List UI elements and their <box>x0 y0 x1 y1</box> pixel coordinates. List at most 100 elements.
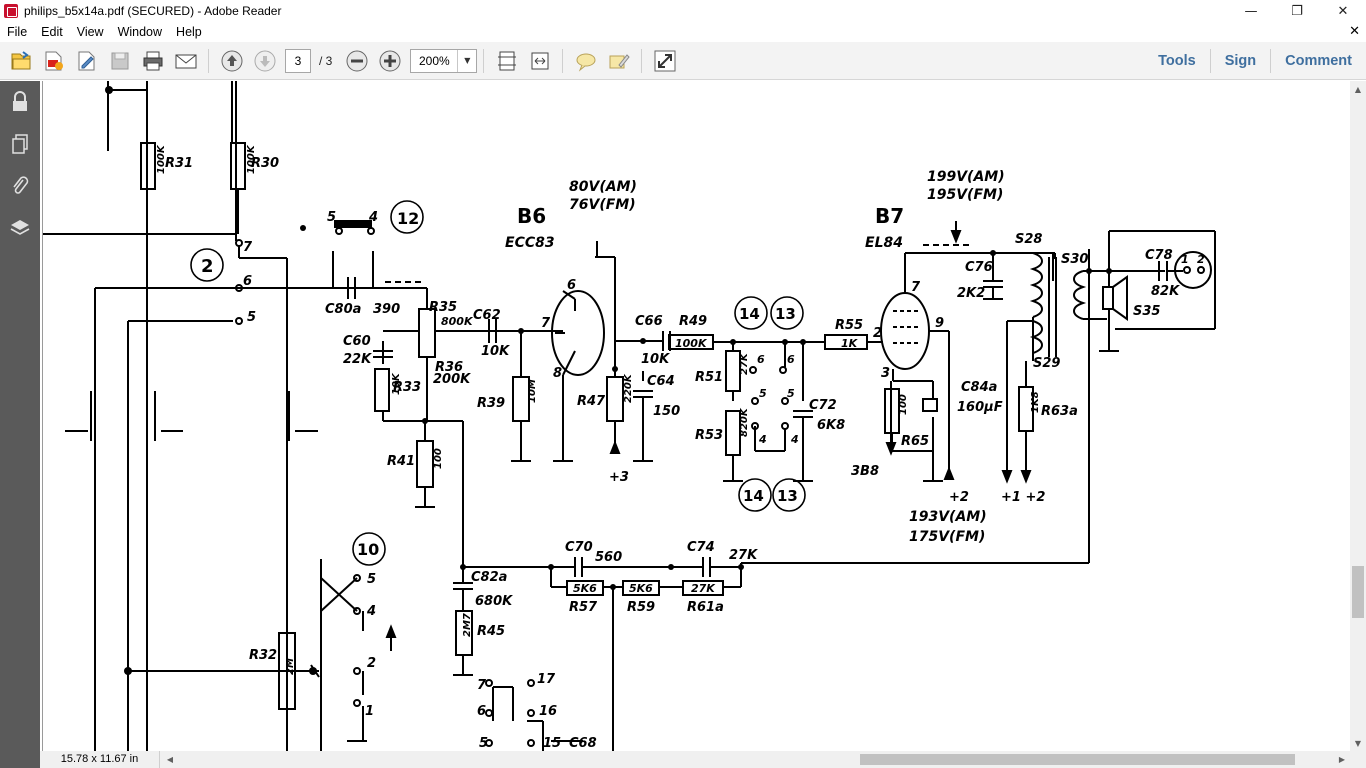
vertical-scrollbar[interactable]: ▲ ▼ <box>1350 81 1366 751</box>
comment-bubble-icon <box>576 53 596 72</box>
scroll-down-icon[interactable]: ▼ <box>1354 738 1362 748</box>
save-icon <box>111 52 128 69</box>
label-b6-pin8: 8 <box>553 366 562 381</box>
email-button[interactable] <box>169 46 202 76</box>
label-r65: R65 <box>901 434 929 449</box>
open-button[interactable] <box>4 46 37 76</box>
label-s28: S28 <box>1015 232 1042 247</box>
label-r32-val: 2M <box>285 658 296 675</box>
label-r57-val: 5K6 <box>573 582 597 595</box>
label-195v: 195V(FM) <box>927 187 1003 203</box>
page-thumbnails-button[interactable] <box>0 123 40 165</box>
minus-circle-icon <box>346 50 368 71</box>
zoom-out-button[interactable] <box>340 46 373 76</box>
label-r53: R53 <box>695 428 723 443</box>
label-r63a-val: 1K8 <box>1030 391 1041 413</box>
edit-pdf-icon <box>78 51 94 70</box>
document-view[interactable]: R31 R30 100K 100K 5 4 12 2 7 6 5 C80a 39… <box>40 81 1350 751</box>
close-button[interactable]: ✕ <box>1337 3 1349 19</box>
menu-file[interactable]: File <box>7 25 28 39</box>
scroll-right-icon[interactable]: ▶ <box>1338 755 1346 764</box>
label-b6: B6 <box>517 204 546 228</box>
label-r36: R36 <box>435 360 463 375</box>
zoom-select[interactable]: 200% ▼ <box>410 48 478 73</box>
chevron-down-icon[interactable]: ▼ <box>457 49 476 72</box>
label-r41-val: 100 <box>433 448 444 469</box>
fit-width-button[interactable] <box>523 46 556 76</box>
zoom-value[interactable]: 200% <box>418 53 450 68</box>
fit-page-button[interactable] <box>490 46 523 76</box>
horizontal-scroll-thumb[interactable] <box>860 754 1295 765</box>
menu-help[interactable]: Help <box>176 25 202 39</box>
label-r59-val: 5K6 <box>629 582 653 595</box>
label-80v: 80V(AM) <box>569 179 637 195</box>
restore-button[interactable]: ❐ <box>1291 3 1303 19</box>
zoom-in-button[interactable] <box>373 46 406 76</box>
save-button[interactable] <box>103 46 136 76</box>
label-sw12-4: 4 <box>368 210 378 225</box>
label-c78-val: 82K <box>1151 284 1180 299</box>
label-sw2-7: 7 <box>243 240 253 255</box>
label-r49-val: 100K <box>675 337 708 350</box>
navigation-pane <box>0 81 40 768</box>
label-s35-1: 1 <box>1181 253 1189 266</box>
attachments-button[interactable] <box>0 165 40 207</box>
lock-icon <box>13 91 27 111</box>
label-s6b: 6 <box>787 353 795 366</box>
label-c66: C66 <box>635 314 663 329</box>
label-sw13b: 13 <box>777 487 798 505</box>
label-c80a: C80a <box>325 302 361 317</box>
label-r55: R55 <box>835 318 863 333</box>
label-c60: C60 <box>343 334 371 349</box>
security-button[interactable] <box>0 81 40 123</box>
label-r35-val: 800K <box>441 315 474 328</box>
label-c74-val: 27K <box>729 548 758 563</box>
scroll-left-icon[interactable]: ◀ <box>166 755 174 764</box>
label-sw10-1: 1 <box>365 704 374 719</box>
label-sw12-5: 5 <box>327 210 336 225</box>
close-document-button[interactable]: ✕ <box>1349 24 1360 39</box>
layers-button[interactable] <box>0 207 40 249</box>
toolbar-separator <box>641 48 643 73</box>
label-r39-val: 10M <box>527 379 538 403</box>
label-s16: 16 <box>539 704 557 719</box>
label-193v: 193V(AM) <box>909 509 987 525</box>
circuit-schematic: R31 R30 100K 100K 5 4 12 2 7 6 5 C80a 39… <box>43 81 1216 751</box>
full-screen-button[interactable] <box>648 46 681 76</box>
label-r33-val: 10K <box>391 372 402 395</box>
email-icon <box>175 54 196 68</box>
label-sw13: 13 <box>775 305 796 323</box>
next-page-button[interactable] <box>248 46 281 76</box>
menu-edit[interactable]: Edit <box>41 25 63 39</box>
sign-link[interactable]: Sign <box>1209 49 1270 73</box>
previous-page-button[interactable] <box>215 46 248 76</box>
print-button[interactable] <box>136 46 169 76</box>
menu-view[interactable]: View <box>76 25 104 39</box>
label-sw10: 10 <box>357 540 379 559</box>
label-s4a: 4 <box>758 433 767 446</box>
label-s35: S35 <box>1133 304 1160 319</box>
menu-window[interactable]: Window <box>117 25 163 39</box>
create-pdf-button[interactable] <box>37 46 70 76</box>
label-s6c: 6 <box>477 704 486 719</box>
label-c74: C74 <box>687 540 715 555</box>
scroll-up-icon[interactable]: ▲ <box>1354 84 1362 94</box>
sticky-note-button[interactable] <box>569 46 602 76</box>
label-c76: C76 <box>965 260 993 275</box>
label-s4b: 4 <box>790 433 799 446</box>
pdf-page: R31 R30 100K 100K 5 4 12 2 7 6 5 C80a 39… <box>42 81 1350 751</box>
edit-pdf-button[interactable] <box>70 46 103 76</box>
comment-link[interactable]: Comment <box>1270 49 1366 73</box>
label-r31-val: 100K <box>156 144 167 174</box>
label-r63a: R63a <box>1041 404 1078 419</box>
tools-link[interactable]: Tools <box>1158 53 1196 69</box>
label-s29: S29 <box>1033 356 1060 371</box>
label-sw10-4: 4 <box>366 604 376 619</box>
highlight-button[interactable] <box>602 46 635 76</box>
label-b6-pin6: 6 <box>567 278 576 293</box>
vertical-scroll-thumb[interactable] <box>1352 566 1364 618</box>
minimize-button[interactable]: — <box>1244 3 1258 19</box>
page-number-input[interactable]: 3 <box>285 48 311 73</box>
label-r59: R59 <box>627 600 655 615</box>
label-c82a-val: 680K <box>475 594 513 609</box>
